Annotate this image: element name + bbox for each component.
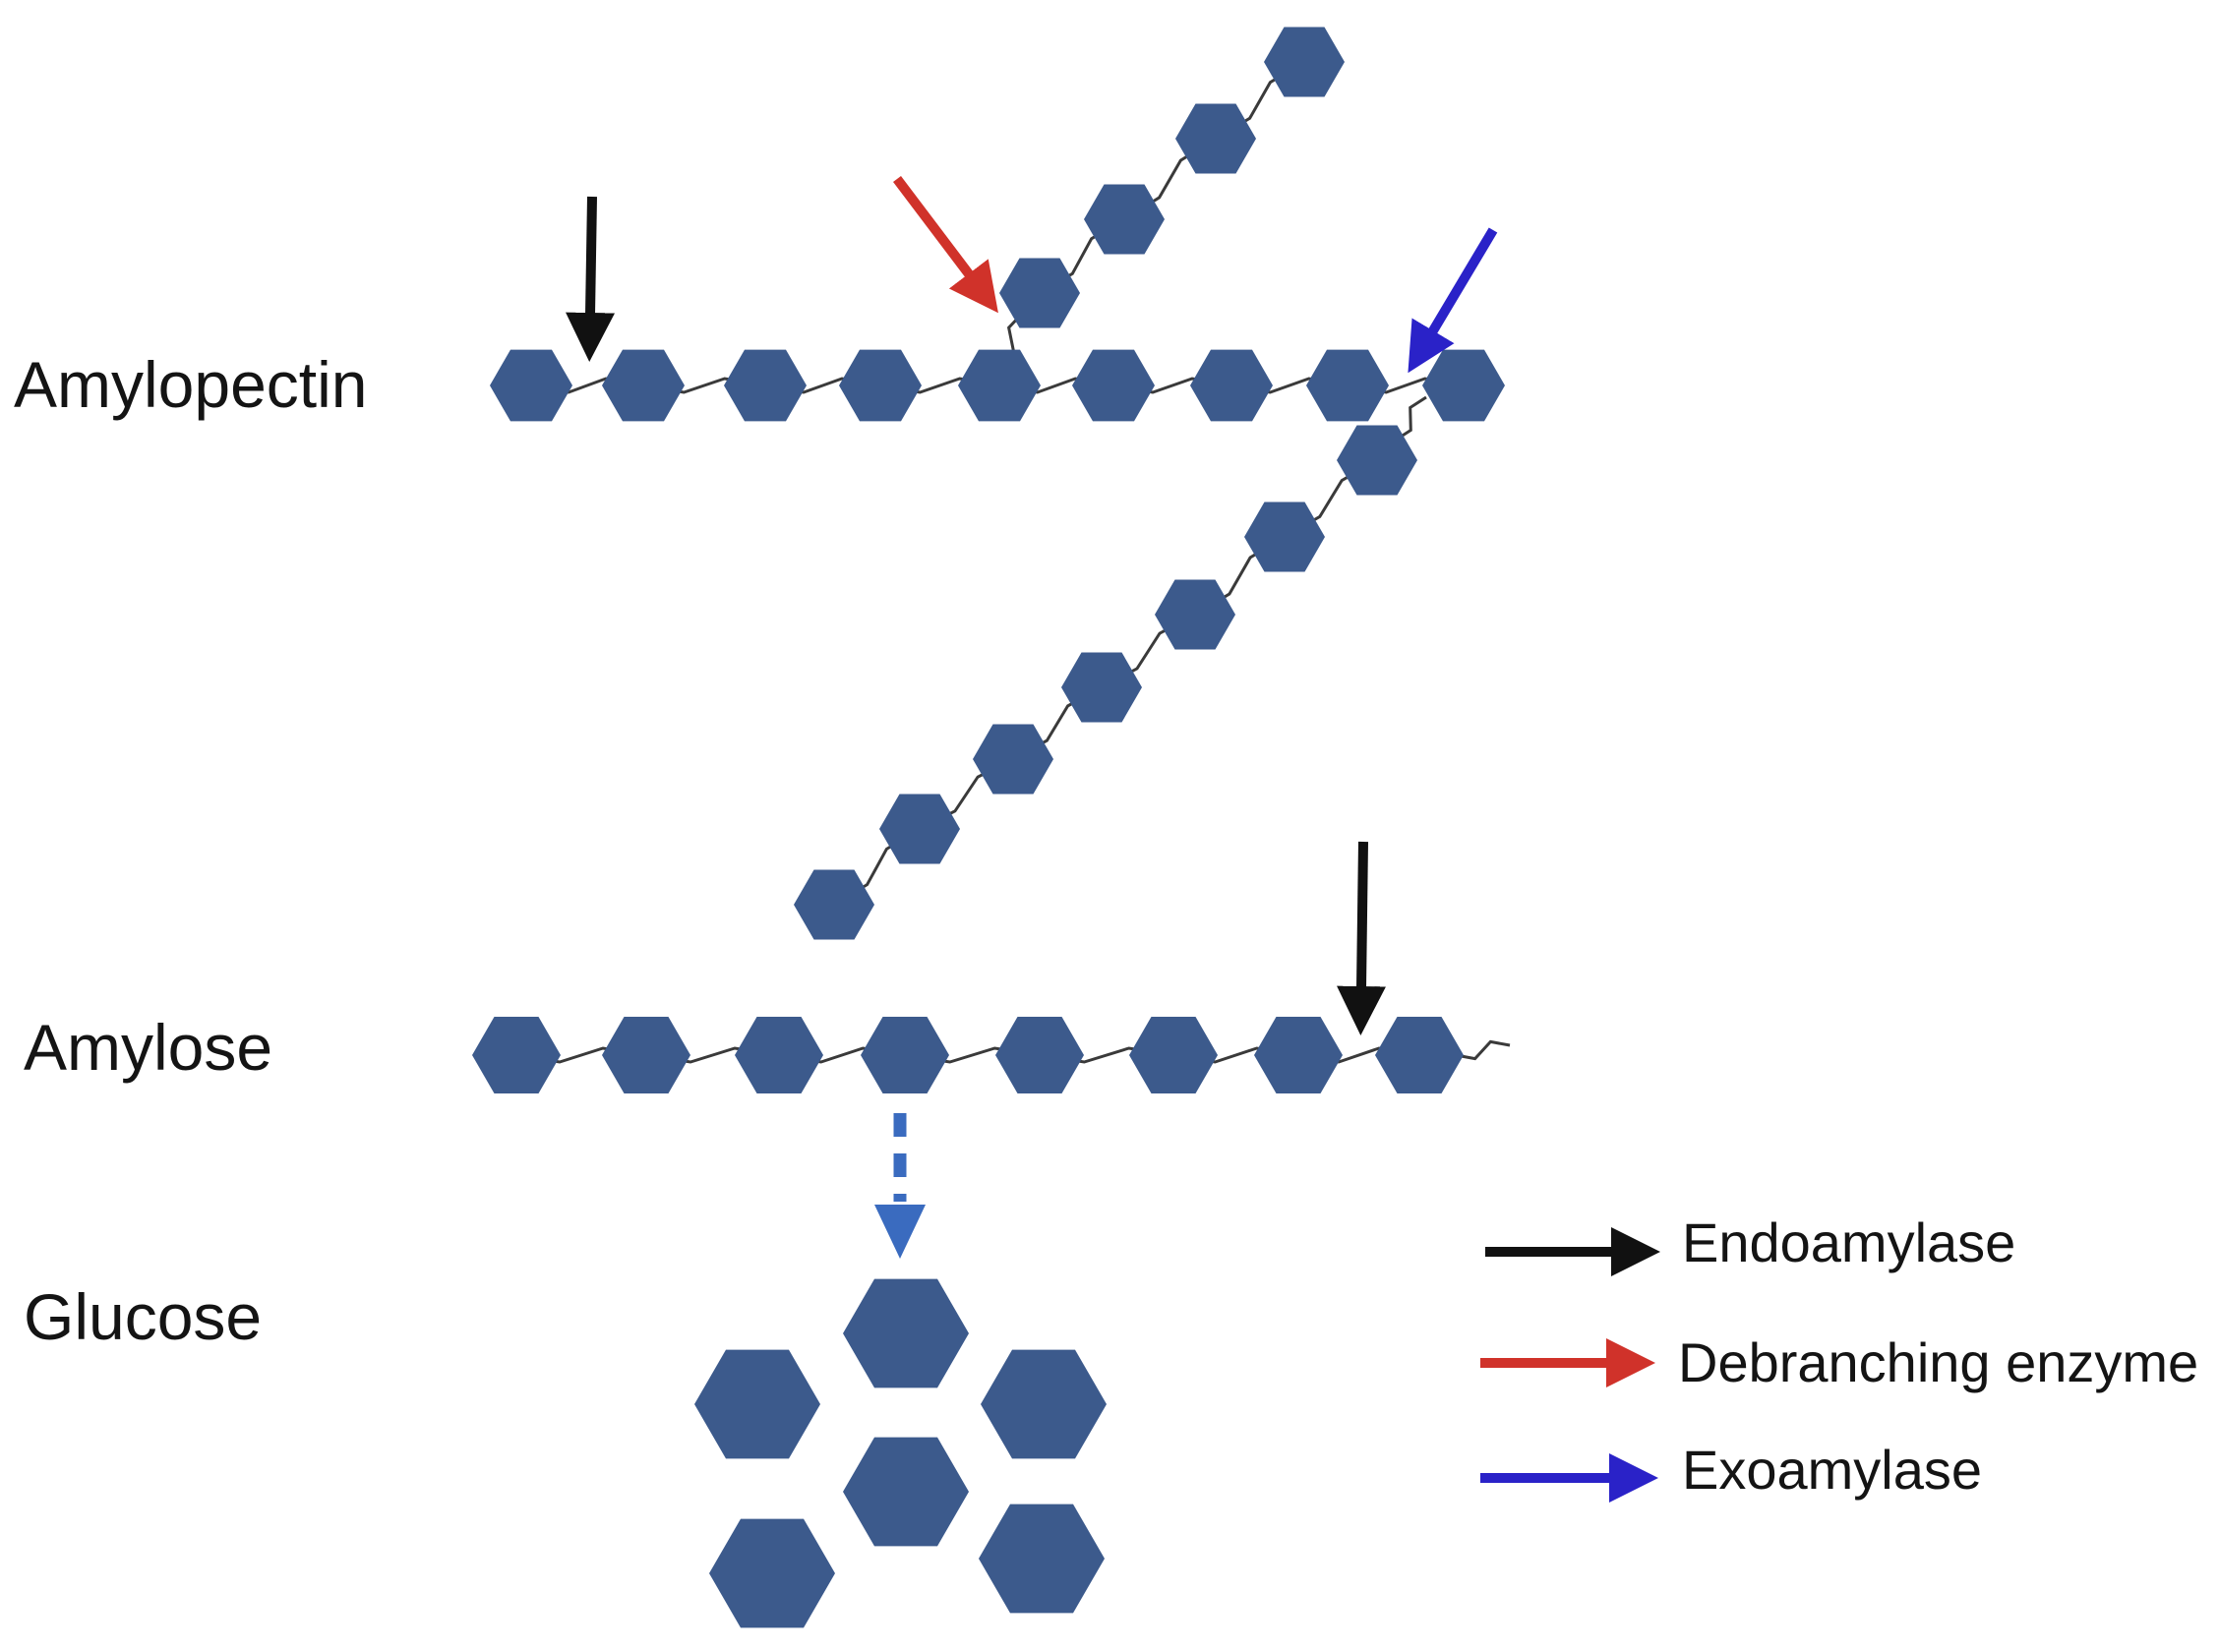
- legend: Endoamylase Debranching enzyme Exoamylas…: [1480, 1211, 2198, 1503]
- glucose-unit: [1190, 349, 1273, 422]
- glucose-release-arrow-head: [874, 1205, 926, 1259]
- glucose-unit: [735, 1017, 823, 1093]
- glucose-unit: [1337, 425, 1417, 496]
- glucose-unit: [794, 869, 874, 940]
- legend-item-exoamylase: Exoamylase: [1480, 1439, 1982, 1503]
- legend-exoamylase-label: Exoamylase: [1682, 1439, 1982, 1501]
- glucose-unit: [724, 349, 807, 422]
- amylopectin-main-chain: [490, 349, 1505, 422]
- free-glucose-unit: [979, 1504, 1105, 1614]
- legend-debranching-label: Debranching enzyme: [1678, 1331, 2198, 1393]
- glycosidic-bond: [1455, 1039, 1511, 1061]
- glucose-unit: [839, 349, 922, 422]
- endoamylase-arrow-amylose: [1337, 841, 1387, 1035]
- glucose-unit: [1129, 1017, 1218, 1093]
- free-glucose-unit: [709, 1518, 835, 1628]
- glucose-unit: [1254, 1017, 1343, 1093]
- exoamylase-arrow: [1408, 227, 1498, 374]
- glucose-unit: [999, 258, 1080, 328]
- amylose-chain: [472, 1017, 1464, 1093]
- glucose-unit: [602, 349, 685, 422]
- amylopectin-upper-branch: [999, 27, 1345, 328]
- glucose-unit: [1084, 184, 1165, 255]
- free-glucose-unit: [981, 1349, 1107, 1459]
- glucose-unit: [973, 724, 1053, 795]
- glucose-unit: [1422, 349, 1505, 422]
- glucose-unit: [1061, 652, 1142, 723]
- glucose-unit: [995, 1017, 1084, 1093]
- glucose-unit: [1264, 27, 1345, 97]
- free-glucose-unit: [694, 1349, 820, 1459]
- glucose-unit: [958, 349, 1041, 422]
- glucose-unit: [602, 1017, 690, 1093]
- glucose-unit: [472, 1017, 561, 1093]
- glucose-label: Glucose: [24, 1280, 262, 1353]
- glucose-unit: [1306, 349, 1389, 422]
- amylose-molecule: [472, 1017, 1511, 1093]
- glucose-unit: [1375, 1017, 1464, 1093]
- amylose-label: Amylose: [24, 1011, 272, 1084]
- free-glucose-unit: [843, 1437, 969, 1547]
- legend-item-debranching-enzyme: Debranching enzyme: [1480, 1331, 2198, 1393]
- glucose-unit: [861, 1017, 949, 1093]
- debranching-enzyme-arrow: [893, 175, 998, 314]
- legend-item-endoamylase: Endoamylase: [1485, 1211, 2015, 1276]
- amylopectin-label: Amylopectin: [14, 348, 368, 421]
- glucose-cluster: [694, 1278, 1107, 1628]
- glucose-unit: [1244, 502, 1325, 572]
- glucose-unit: [1175, 103, 1256, 174]
- amylopectin-molecule: [490, 27, 1505, 940]
- endoamylase-arrow-amylopectin: [566, 196, 616, 362]
- glucose-unit: [490, 349, 572, 422]
- glucose-unit: [879, 794, 960, 864]
- glucose-unit: [1155, 579, 1235, 650]
- amylopectin-lower-branch: [794, 425, 1417, 940]
- free-glucose-unit: [843, 1278, 969, 1388]
- legend-endoamylase-label: Endoamylase: [1682, 1211, 2015, 1273]
- glucose-unit: [1072, 349, 1155, 422]
